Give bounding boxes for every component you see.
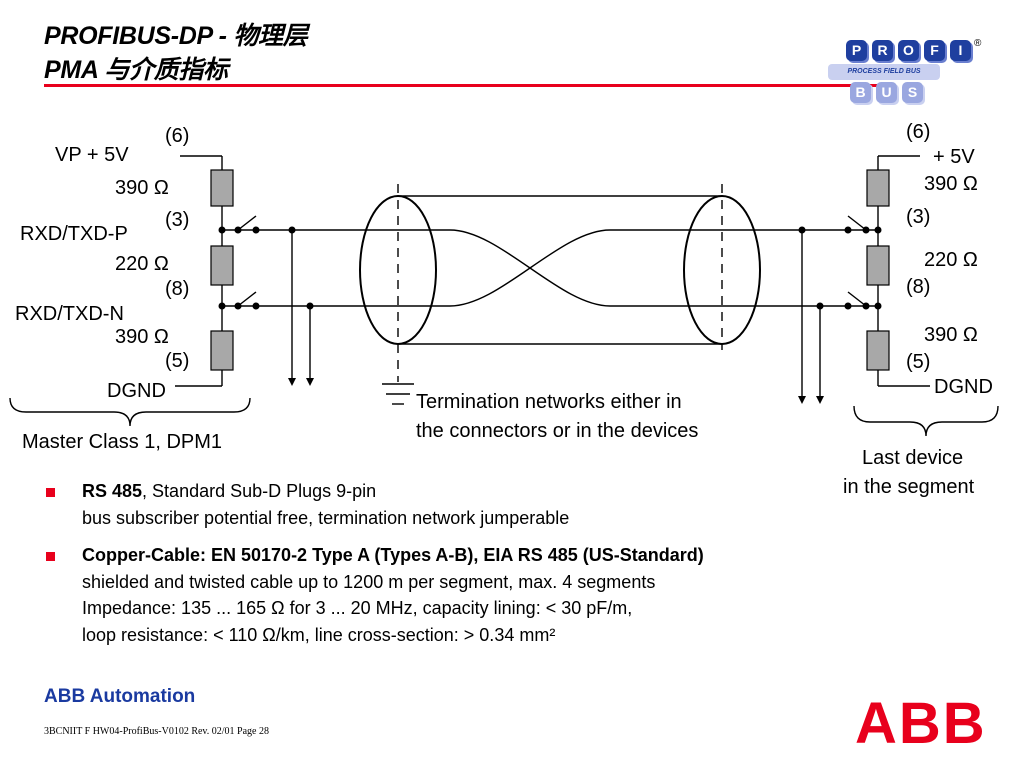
brace-right: [853, 405, 999, 437]
pin-label: (5): [165, 350, 190, 372]
arrow-down: [306, 378, 314, 386]
jumper-switch: [237, 291, 257, 307]
gnd-label: DGND: [107, 380, 166, 402]
jumper-switch: [847, 215, 867, 231]
pin-label: (8): [906, 276, 931, 298]
bullet-marker: [46, 488, 55, 497]
bullet-line: shielded and twisted cable up to 1200 m …: [82, 571, 656, 592]
resistor-label: 220 Ω: [924, 249, 978, 271]
resistor-390-right: [866, 330, 890, 371]
master-caption: Master Class 1, DPM1: [22, 431, 223, 453]
junction-dot: [234, 226, 242, 234]
bullet-marker: [46, 552, 55, 561]
jumper-switch: [847, 291, 867, 307]
bullet-text: RS 485, Standard Sub-D Plugs 9-pin bus s…: [82, 478, 569, 531]
pin-label: (5): [906, 351, 931, 373]
termination-caption: Termination networks either in: [416, 391, 682, 413]
resistor-390-right: [866, 169, 890, 207]
signal-label-p: RXD/TXD-P: [20, 223, 128, 245]
junction-dot: [252, 226, 260, 234]
bullet-bold: RS 485: [82, 481, 143, 501]
junction-dot: [874, 302, 882, 310]
gnd-label: DGND: [934, 376, 993, 398]
twisted-pair: [449, 229, 690, 307]
logo-letter: S: [902, 82, 923, 103]
resistor-390-left: [210, 169, 234, 207]
bullet-line: bus subscriber potential free, terminati…: [82, 507, 570, 528]
bullet-bold: Copper-Cable: EN 50170-2 Type A (Types A…: [82, 545, 704, 565]
signal-label-n: RXD/TXD-N: [15, 303, 124, 325]
brace-left: [9, 397, 251, 427]
resistor-label: 390 Ω: [924, 324, 978, 346]
resistor-label: 390 Ω: [924, 173, 978, 195]
abb-logo: ABB: [855, 691, 987, 756]
termination-caption: the connectors or in the devices: [416, 420, 699, 442]
twisted-pair: [449, 229, 690, 307]
pin-label: (6): [165, 125, 190, 147]
logo-letter: U: [876, 82, 897, 103]
footer-brand: ABB Automation: [44, 686, 196, 707]
junction-dot: [234, 302, 242, 310]
vp-label: + 5V: [933, 146, 975, 168]
bullet-line: loop resistance: < 110 Ω/km, line cross-…: [82, 624, 556, 645]
wiring-diagram: [9, 155, 999, 437]
resistor-390-left: [210, 330, 234, 371]
junction-dot: [874, 226, 882, 234]
pin-label: (8): [165, 278, 190, 300]
resistor-label: 220 Ω: [115, 253, 169, 275]
footer-reference: 3BCNIIT F HW04-ProfiBus-V0102 Rev. 02/01…: [44, 726, 269, 737]
pin-label: (3): [906, 206, 931, 228]
junction-dot: [306, 302, 314, 310]
arrow-down: [816, 396, 824, 404]
resistor-label: 390 Ω: [115, 326, 169, 348]
logo-registered: ®: [974, 38, 982, 49]
vp-label: VP + 5V: [55, 144, 129, 166]
junction-dot: [816, 302, 824, 310]
junction-dot: [862, 302, 870, 310]
jumper-switch: [237, 215, 257, 231]
bullet-text: Copper-Cable: EN 50170-2 Type A (Types A…: [82, 542, 704, 648]
page-title-line2: PMA 与介质指标: [44, 56, 228, 84]
title-rule: [44, 84, 878, 87]
logo-letter: R: [872, 40, 893, 61]
logo-letter: F: [924, 40, 945, 61]
pin-label: (3): [165, 209, 190, 231]
bullet-rest: , Standard Sub-D Plugs 9-pin: [142, 481, 377, 501]
junction-dot: [798, 226, 806, 234]
junction-dot: [218, 226, 226, 234]
pin-label: (6): [906, 121, 931, 143]
junction-dot: [218, 302, 226, 310]
arrow-down: [798, 396, 806, 404]
junction-dot: [844, 302, 852, 310]
logo-letter: O: [898, 40, 919, 61]
resistor-label: 390 Ω: [115, 177, 169, 199]
logo-band: PROCESS FIELD BUS: [828, 64, 940, 80]
junction-dot: [844, 226, 852, 234]
arrow-down: [288, 378, 296, 386]
junction-dot: [252, 302, 260, 310]
resistor-220-right: [866, 245, 890, 286]
junction-dot: [862, 226, 870, 234]
profibus-logo: P R O F I ® B U S: [828, 36, 982, 106]
bullet-line: Impedance: 135 ... 165 Ω for 3 ... 20 MH…: [82, 598, 633, 618]
logo-letter: B: [850, 82, 871, 103]
junction-dot: [288, 226, 296, 234]
resistor-220-left: [210, 245, 234, 286]
logo-letter: P: [846, 40, 867, 61]
logo-letter: I: [950, 40, 971, 61]
last-device-caption: in the segment: [843, 476, 975, 498]
last-device-caption: Last device: [862, 447, 964, 469]
page-title-line1: PROFIBUS-DP - 物理层: [44, 22, 308, 50]
